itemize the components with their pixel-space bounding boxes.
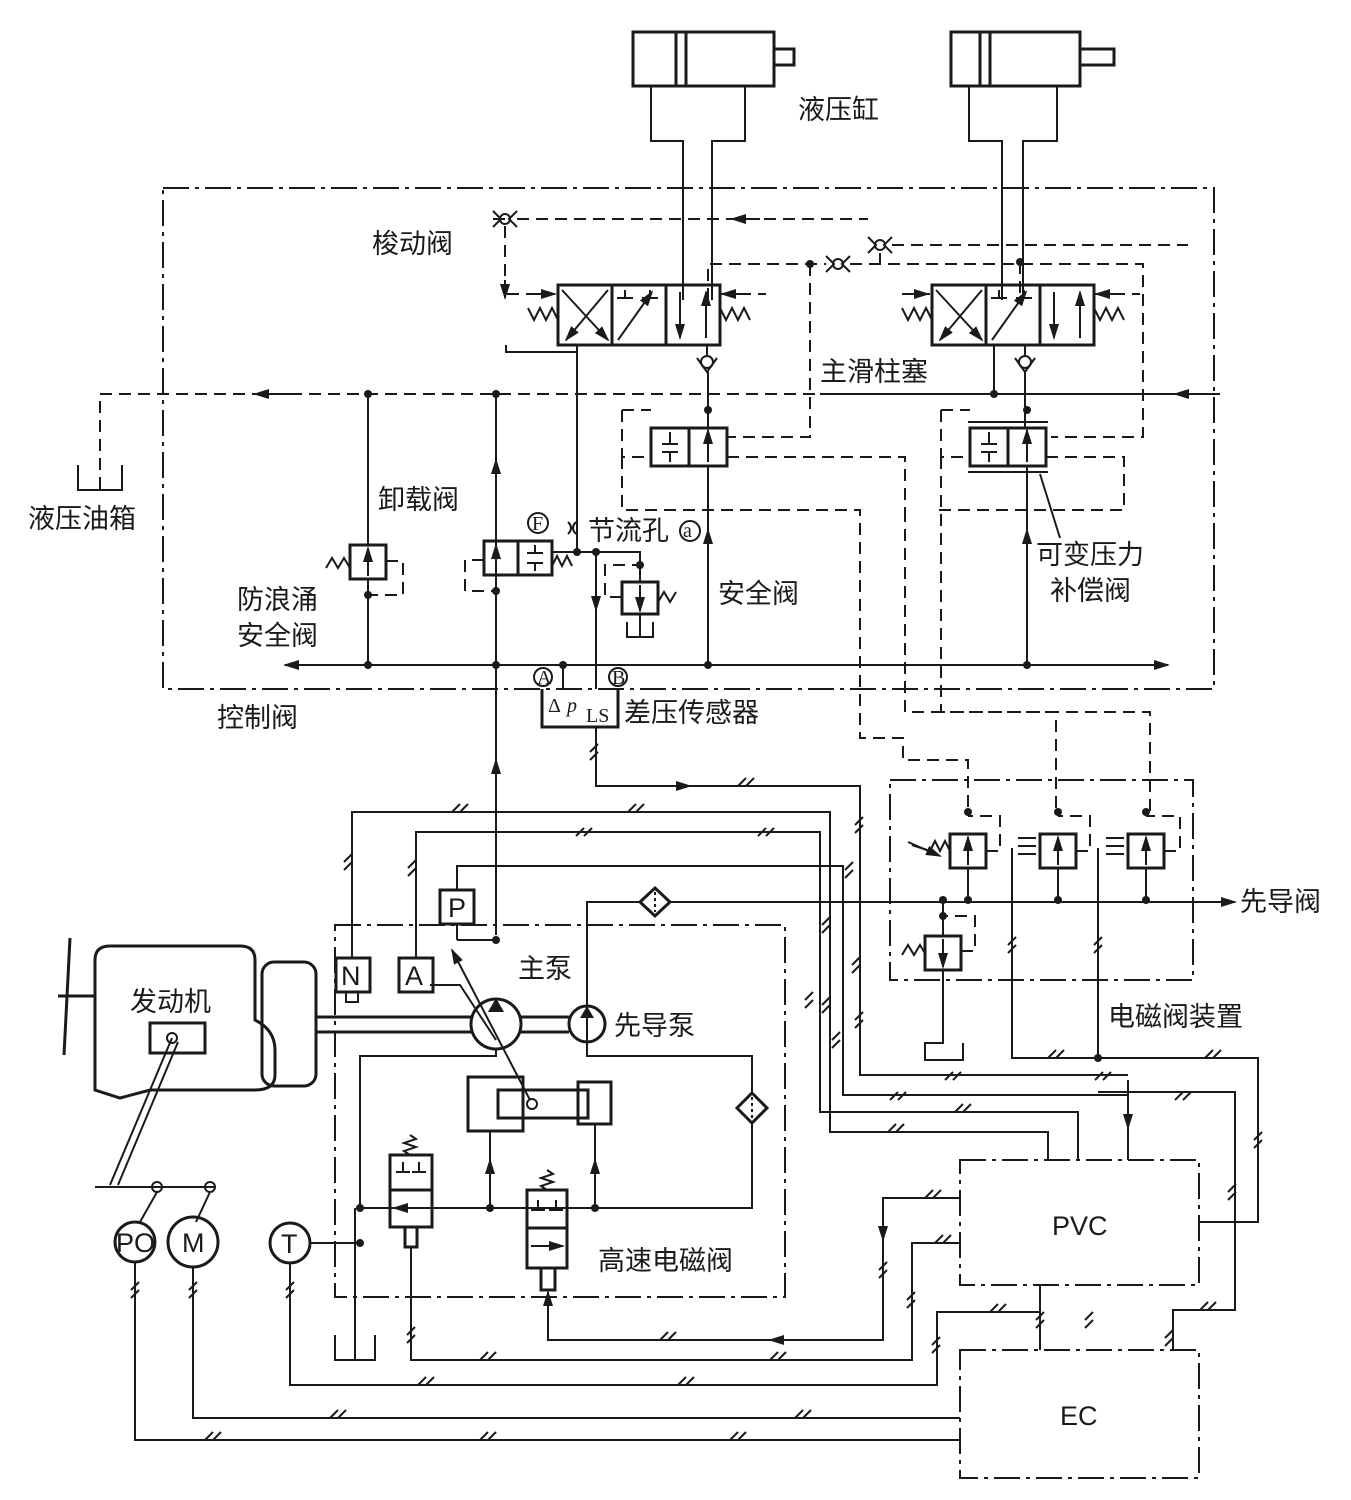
hydraulic-cylinder-right [949,30,1116,300]
sensor-p: P [438,888,476,926]
check-valve-right [1014,345,1036,374]
engine [58,937,318,1100]
sensor-m: M [166,1215,220,1269]
orifice [567,521,577,535]
dp-subscript: LS [586,705,609,727]
pilot-filter-bottom [734,1090,770,1126]
dp-p: p [565,695,577,717]
sensor-t: T [268,1221,312,1265]
main-spool-valve-left [527,283,751,347]
label-engine: 发动机 [130,987,211,1018]
port-a-small-marker: a [679,520,701,542]
label-pilot-pump: 先导泵 [614,1011,695,1042]
svg-text:N: N [341,961,361,991]
label-pvc: PVC [1052,1211,1108,1241]
label-comp-valve-2: 补偿阀 [1050,576,1131,607]
port-B-label: B [612,667,625,689]
svg-text:T: T [281,1229,298,1259]
svg-text:P: P [448,893,466,923]
main-pump [469,997,523,1051]
solenoid-valve-unit-boundary [889,779,1194,981]
load-sensing-lines [493,214,1188,438]
label-surge-relief-2: 安全阀 [237,621,318,652]
pressure-compensator-left [621,409,906,510]
relief-valve [604,564,677,638]
anti-surge-relief-valve [325,543,404,665]
label-main-pump: 主泵 [518,954,572,985]
shuttle-valve-right [867,236,893,254]
port-A-label: A [537,667,552,689]
label-surge-relief-1: 防浪涌 [237,585,318,616]
label-relief-valve: 安全阀 [718,579,799,610]
pilot-cutoff-solenoid [388,1134,434,1249]
label-main-spool: 主滑柱塞 [820,357,928,388]
electrical-wiring [134,811,1259,1441]
high-speed-solenoid-valve [525,1169,569,1292]
pump-unit-boundary [334,924,786,1298]
sensor-a: A [397,956,435,994]
label-pilot-valve: 先导阀 [1240,887,1321,918]
label-cylinder: 液压缸 [798,95,879,126]
ec-box [959,1349,1200,1479]
sensor-n: N [334,956,372,1003]
svg-text:M: M [182,1228,205,1258]
check-valve-left [696,345,718,374]
svg-text:F: F [532,513,543,535]
shuttle-valve-mid [825,255,851,273]
label-dp-sensor: 差压传感器 [624,698,759,729]
main-spool-valve-right [901,283,1125,347]
differential-pressure-sensor [533,665,861,880]
port-f-marker: F [527,512,549,535]
sensor-po: PO [113,1220,157,1264]
label-comp-valve-1: 可变压力 [1036,540,1144,571]
tank-symbol [77,465,123,491]
pressure-compensator-right [936,409,1151,812]
svg-text:a: a [683,520,692,542]
swash-plate-servo [466,1075,613,1133]
label-hs-solenoid: 高速电磁阀 [598,1246,733,1277]
label-orifice: 节流孔 [588,516,669,547]
label-shuttle-valve: 梭动阀 [372,229,453,260]
hydraulic-cylinder-left [631,30,796,300]
pilot-filter-top [637,885,673,919]
dp-delta: Δ [548,695,561,717]
label-tank: 液压油箱 [28,504,136,535]
wire-break-marks [130,743,1263,1441]
svg-text:PO: PO [116,1228,155,1258]
unload-valve [464,539,573,595]
label-ec: EC [1060,1401,1098,1431]
label-unload-valve: 卸载阀 [378,485,459,516]
label-control-valve: 控制阀 [217,703,298,734]
label-solenoid-unit: 电磁阀装置 [1108,1002,1243,1033]
svg-text:A: A [405,961,423,991]
